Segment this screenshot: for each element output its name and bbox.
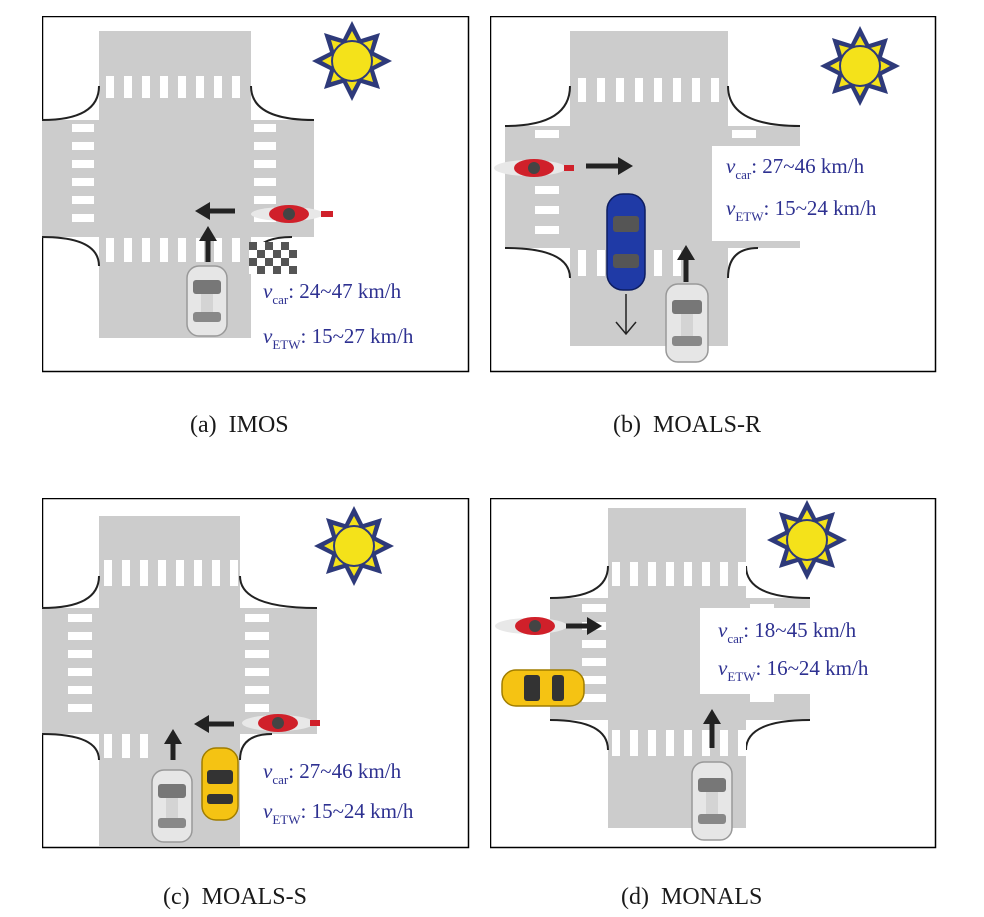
scene-c bbox=[42, 498, 470, 849]
caption-b: (b)MOALS-R bbox=[613, 412, 761, 438]
blue-car-icon bbox=[606, 193, 646, 291]
crosswalk-left bbox=[535, 130, 559, 234]
crosswalk-bottom bbox=[612, 730, 746, 756]
etw-speed-label: vETW: 15~24 km/h bbox=[726, 196, 877, 224]
intersection-road bbox=[42, 516, 317, 846]
etw-speed-label: vETW: 15~24 km/h bbox=[263, 799, 414, 827]
panel-b: vcar: 27~46 km/h vETW: 15~24 km/h bbox=[490, 16, 937, 373]
panel-c: vcar: 27~46 km/h vETW: 15~24 km/h bbox=[42, 498, 482, 850]
car-speed-label: vcar: 27~46 km/h bbox=[263, 759, 402, 787]
white-car-icon bbox=[186, 265, 228, 337]
etw-speed-label: vETW: 15~27 km/h bbox=[263, 324, 414, 352]
white-car-icon bbox=[151, 769, 193, 843]
crosswalk-top bbox=[578, 78, 719, 102]
arrow-down-outline-icon bbox=[615, 294, 637, 336]
caption-a: (a)IMOS bbox=[190, 412, 289, 438]
crosswalk-top bbox=[612, 562, 746, 586]
crosswalk-bottom bbox=[106, 238, 240, 262]
car-speed-label: vcar: 24~47 km/h bbox=[263, 279, 402, 307]
motorcycle-icon bbox=[242, 714, 320, 732]
car-speed-label: vcar: 18~45 km/h bbox=[718, 618, 857, 646]
sun-icon bbox=[314, 506, 394, 586]
arrow-left-icon bbox=[195, 202, 235, 220]
car-speed-label: vcar: 27~46 km/h bbox=[726, 154, 865, 182]
arrow-up-icon bbox=[199, 226, 217, 262]
scene-a bbox=[42, 16, 470, 373]
motorcycle-icon bbox=[495, 617, 567, 635]
arrow-right-icon bbox=[586, 157, 633, 175]
sun-icon bbox=[767, 500, 847, 580]
motorcycle-icon bbox=[494, 159, 574, 177]
arrow-right-icon bbox=[566, 617, 602, 635]
yellow-car-icon bbox=[201, 747, 239, 821]
scene-b bbox=[490, 16, 937, 373]
crosswalk-right bbox=[245, 614, 269, 712]
crosswalk-top bbox=[104, 560, 238, 586]
arrow-up-icon bbox=[703, 709, 721, 748]
crosswalk-left bbox=[72, 124, 94, 222]
crosswalk-top bbox=[106, 76, 240, 98]
crosswalk-bottom bbox=[104, 734, 148, 758]
caption-c: (c)MOALS-S bbox=[163, 884, 307, 910]
motorcycle-icon bbox=[251, 205, 333, 223]
panel-d: vcar: 18~45 km/h vETW: 16~24 km/h bbox=[490, 498, 937, 850]
sun-icon bbox=[312, 21, 392, 101]
checkered-flag-icon bbox=[249, 242, 297, 274]
etw-speed-label: vETW: 16~24 km/h bbox=[718, 656, 869, 684]
arrow-up-icon bbox=[164, 729, 182, 760]
crosswalk-right bbox=[732, 130, 756, 138]
yellow-car-icon bbox=[501, 669, 585, 707]
white-car-icon bbox=[665, 283, 709, 363]
white-car-icon bbox=[691, 761, 733, 841]
scene-d bbox=[490, 498, 937, 849]
panel-a: vcar: 24~47 km/h vETW: 15~27 km/h bbox=[42, 16, 482, 373]
arrow-up-icon bbox=[677, 245, 695, 282]
caption-d: (d)MONALS bbox=[621, 884, 763, 910]
sun-icon bbox=[820, 26, 900, 106]
crosswalk-left bbox=[68, 614, 92, 712]
arrow-left-icon bbox=[194, 715, 234, 733]
